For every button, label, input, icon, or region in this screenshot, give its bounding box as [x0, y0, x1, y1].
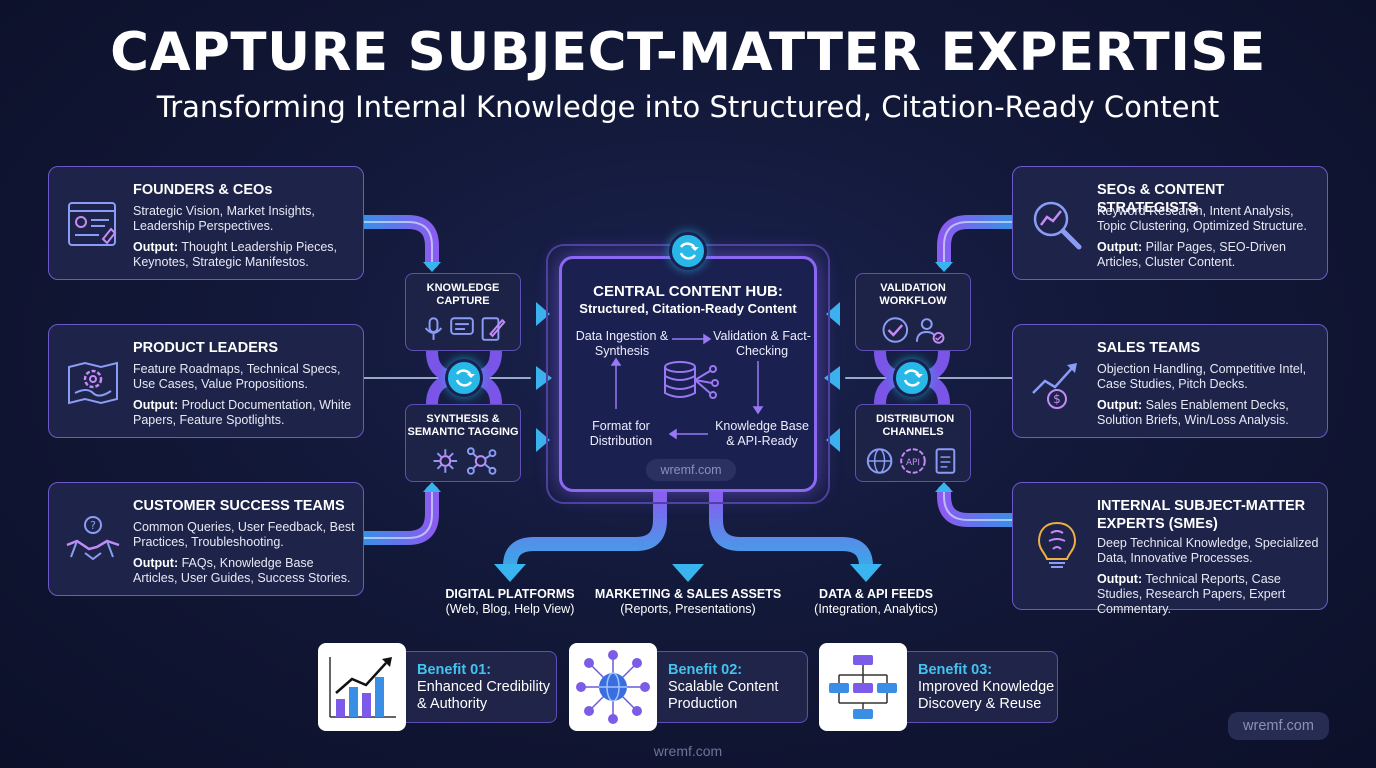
sync-icon [893, 359, 931, 397]
check-user-icons [882, 317, 945, 344]
flow-seo [937, 215, 1019, 269]
card-founders: FOUNDERS & CEOs Strategic Vision, Market… [48, 166, 364, 280]
card-title: CUSTOMER SUCCESS TEAMS [133, 498, 345, 514]
flow-customer [357, 485, 439, 545]
card-seo-strategists: SEOs & CONTENT STRATEGISTS Keyword Resea… [1012, 166, 1328, 280]
watermark-bottom: wremf.com [653, 743, 723, 759]
benefit-card-1: Benefit 01: Enhanced Credibility & Autho… [318, 643, 557, 731]
page-subtitle: Transforming Internal Knowledge into Str… [156, 90, 1220, 124]
hub-cycle [610, 333, 764, 440]
hub-step-format: Format for Distribution [589, 419, 653, 448]
sync-icon [669, 232, 707, 270]
brain-lightbulb-icon [1037, 521, 1077, 568]
flow-out-digital [503, 485, 667, 573]
flow-out-data [709, 485, 873, 573]
card-desc: Keyword Research, Intent Analysis, Topic… [1097, 204, 1307, 233]
benefit-card-2: Benefit 02: Scalable Content Production [569, 643, 808, 731]
card-desc: Strategic Vision, Market Insights, Leade… [133, 204, 315, 233]
card-title: INTERNAL SUBJECT-MATTER EXPERTS (SMEs) [1097, 498, 1306, 532]
hub-title: CENTRAL CONTENT HUB: [593, 283, 783, 300]
card-smes: INTERNAL SUBJECT-MATTER EXPERTS (SMEs) D… [1012, 482, 1328, 616]
card-output: Output: Pillar Pages, SEO-Driven Article… [1097, 240, 1286, 269]
card-desc: Common Queries, User Feedback, Best Prac… [133, 520, 355, 549]
card-output: Output: Sales Enablement Decks, Solution… [1097, 398, 1289, 427]
card-product-leaders: PRODUCT LEADERS Feature Roadmaps, Techni… [48, 324, 364, 438]
card-output: Output: Product Documentation, White Pap… [133, 398, 352, 427]
svg-text:API: API [906, 458, 920, 468]
benefit-label: Benefit 01: [417, 662, 492, 678]
card-desc: Feature Roadmaps, Technical Specs, Use C… [133, 362, 341, 391]
hub-step-ingestion: Data Ingestion & Synthesis [575, 329, 669, 358]
benefit-desc: Scalable Content Production [668, 679, 779, 712]
card-sales-teams: $ SALES TEAMS Objection Handling, Compet… [1012, 324, 1328, 438]
distribution-channels-box: DISTRIBUTION CHANNELS API [855, 404, 971, 482]
bar-chart-growth-icon [318, 643, 406, 731]
process-label: KNOWLEDGE CAPTURE [426, 282, 500, 307]
watermark-corner: wremf.com [1228, 712, 1329, 740]
synthesis-tagging-box: SYNTHESIS & SEMANTIC TAGGING [405, 404, 521, 482]
growth-dollar-icon: $ [1032, 363, 1077, 409]
card-title: FOUNDERS & CEOs [133, 182, 273, 198]
hub-watermark: wremf.com [646, 459, 736, 481]
benefit-card-3: Benefit 03: Improved Knowledge Discovery… [819, 643, 1058, 731]
process-label: VALIDATION WORKFLOW [879, 282, 947, 307]
sync-icon [445, 359, 483, 397]
validation-workflow-box: VALIDATION WORKFLOW [855, 273, 971, 351]
profile-document-icon [68, 202, 117, 246]
flow-founders [357, 215, 439, 269]
output-data-feeds: DATA & API FEEDS(Integration, Analytics) [814, 587, 938, 616]
svg-text:?: ? [90, 519, 96, 532]
card-title: SALES TEAMS [1097, 340, 1201, 356]
card-title: PRODUCT LEADERS [133, 340, 279, 356]
card-desc: Deep Technical Knowledge, Specialized Da… [1097, 536, 1319, 565]
card-output: Output: FAQs, Knowledge Base Articles, U… [133, 556, 351, 585]
svg-text:$: $ [1053, 392, 1061, 406]
network-nodes-icons [433, 447, 497, 475]
handshake-icon: ? [66, 516, 120, 561]
flow-smes [937, 485, 1019, 527]
flowchart-icon [819, 643, 907, 731]
mic-chat-edit-icons [424, 317, 506, 341]
benefit-label: Benefit 03: [918, 662, 993, 678]
process-label: DISTRIBUTION CHANNELS [876, 413, 955, 438]
benefit-desc: Enhanced Credibility & Authority [417, 679, 550, 712]
card-title: SEOs & CONTENT STRATEGISTS [1097, 182, 1225, 216]
database-network-icon [664, 361, 719, 399]
central-content-hub: CENTRAL CONTENT HUB: Structured, Citatio… [559, 256, 817, 492]
globe-api-doc-icons: API [866, 448, 956, 474]
benefit-label: Benefit 02: [668, 662, 743, 678]
hub-step-validation: Validation & Fact-Checking [713, 329, 811, 358]
knowledge-capture-box: KNOWLEDGE CAPTURE [405, 273, 521, 351]
page-title: CAPTURE SUBJECT-MATTER EXPERTISE [110, 22, 1266, 83]
output-marketing-assets: MARKETING & SALES ASSETS(Reports, Presen… [594, 587, 782, 616]
hub-step-knowledge-base: Knowledge Base & API-Ready [715, 419, 809, 448]
card-output: Output: Technical Reports, Case Studies,… [1097, 572, 1286, 616]
card-customer-success: ? CUSTOMER SUCCESS TEAMS Common Queries,… [48, 482, 364, 596]
magnifier-chart-icon [1033, 201, 1082, 250]
hub-subtitle: Structured, Citation-Ready Content [579, 301, 797, 316]
process-label: SYNTHESIS & SEMANTIC TAGGING [407, 413, 519, 438]
output-digital-platforms: DIGITAL PLATFORMS(Web, Blog, Help View) [445, 587, 575, 616]
gear-blueprint-icon [68, 361, 118, 405]
globe-network-icon [569, 643, 657, 731]
card-output: Output: Thought Leadership Pieces, Keyno… [133, 240, 338, 269]
benefit-desc: Improved Knowledge Discovery & Reuse [918, 679, 1055, 712]
card-desc: Objection Handling, Competitive Intel, C… [1097, 362, 1307, 391]
